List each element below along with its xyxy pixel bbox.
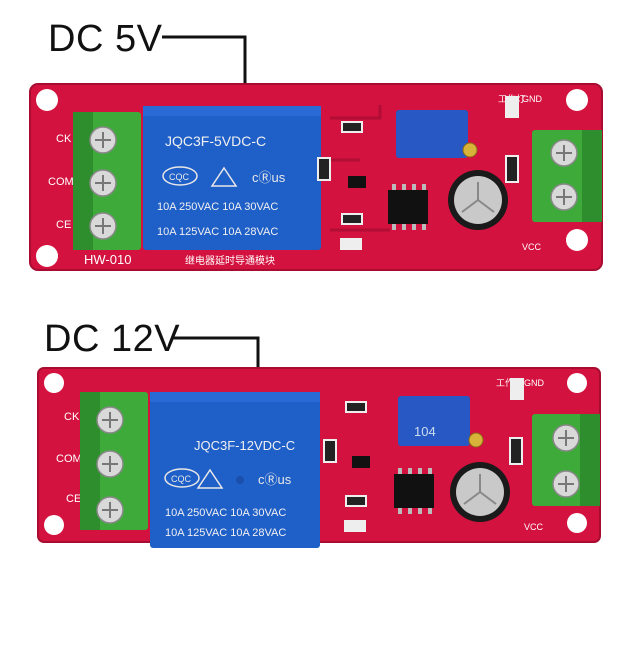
relay-body	[150, 392, 320, 548]
right-label-vcc: VCC	[524, 522, 544, 532]
ce-triangle-mark	[210, 166, 238, 187]
svg-text:CQC: CQC	[171, 474, 192, 484]
cqc-logo: CQC	[164, 468, 200, 488]
pin-label-com: COM	[56, 453, 82, 465]
relay-rating-line-1: 10A 250VAC 10A 30VAC	[157, 201, 278, 213]
terminal-screw	[89, 169, 117, 197]
mount-hole	[566, 229, 588, 251]
mount-hole	[44, 515, 64, 535]
terminal-screw	[89, 212, 117, 240]
smd-resistor	[345, 401, 367, 413]
right-label-gnd: GND	[524, 378, 545, 388]
caption-dc-5v: DC 5V	[48, 18, 163, 60]
mount-hole	[567, 513, 587, 533]
ce-triangle-mark	[196, 468, 224, 489]
right-label-gnd: GND	[522, 94, 543, 104]
trimmer-value: 104	[414, 424, 436, 439]
board-title-label: 继电器延时导通模块	[185, 254, 275, 267]
mount-hole	[36, 245, 58, 267]
smd-led	[340, 238, 362, 250]
terminal-screw	[552, 470, 580, 498]
relay-rating-line-2: 10A 125VAC 10A 28VAC	[157, 226, 278, 238]
relay-rating-line-1: 10A 250VAC 10A 30VAC	[165, 507, 286, 519]
mount-hole	[36, 89, 58, 111]
smd-led	[344, 520, 366, 532]
smd-resistor	[317, 157, 331, 181]
pin-label-ce: CE	[66, 493, 81, 505]
ic-chip	[388, 190, 428, 224]
cqc-logo: CQC	[162, 166, 198, 186]
ul-logo: cⓇus	[258, 472, 292, 487]
right-label-work-led: 工作灯	[496, 377, 523, 388]
pin-label-ck: CK	[56, 133, 72, 145]
smd-led	[510, 378, 524, 400]
relay-part-number: JQC3F-5VDC-C	[165, 133, 266, 149]
model-label: HW-010	[84, 252, 131, 267]
terminal-screw	[96, 406, 124, 434]
pin-label-com: COM	[48, 176, 74, 188]
transistor	[352, 456, 370, 468]
smd-resistor	[505, 155, 519, 183]
right-label-vcc: VCC	[522, 242, 542, 252]
smd-resistor	[341, 213, 363, 225]
relay-rating-line-2: 10A 125VAC 10A 28VAC	[165, 527, 286, 539]
mount-hole	[566, 89, 588, 111]
ul-logo: cⓇus	[252, 170, 286, 185]
mount-hole	[44, 373, 64, 393]
terminal-screw	[89, 126, 117, 154]
transistor	[348, 176, 366, 188]
relay-part-number: JQC3F-12VDC-C	[194, 438, 295, 453]
caption-dc-12v: DC 12V	[44, 318, 181, 360]
trimmer-potentiometer	[396, 110, 468, 158]
smd-resistor	[345, 495, 367, 507]
trimmer-potentiometer	[398, 396, 470, 446]
smd-resistor	[341, 121, 363, 133]
terminal-screw	[96, 496, 124, 524]
svg-text:CQC: CQC	[169, 172, 190, 182]
terminal-screw	[96, 450, 124, 478]
smd-resistor	[323, 439, 337, 463]
pin-label-ck: CK	[64, 411, 80, 423]
terminal-screw	[550, 139, 578, 167]
ic-chip	[394, 474, 434, 508]
pin-label-ce: CE	[56, 219, 71, 231]
mount-hole	[567, 373, 587, 393]
terminal-screw	[552, 424, 580, 452]
smd-resistor	[509, 437, 523, 465]
smd-led	[505, 96, 519, 118]
relay-body	[143, 106, 321, 250]
terminal-screw	[550, 183, 578, 211]
